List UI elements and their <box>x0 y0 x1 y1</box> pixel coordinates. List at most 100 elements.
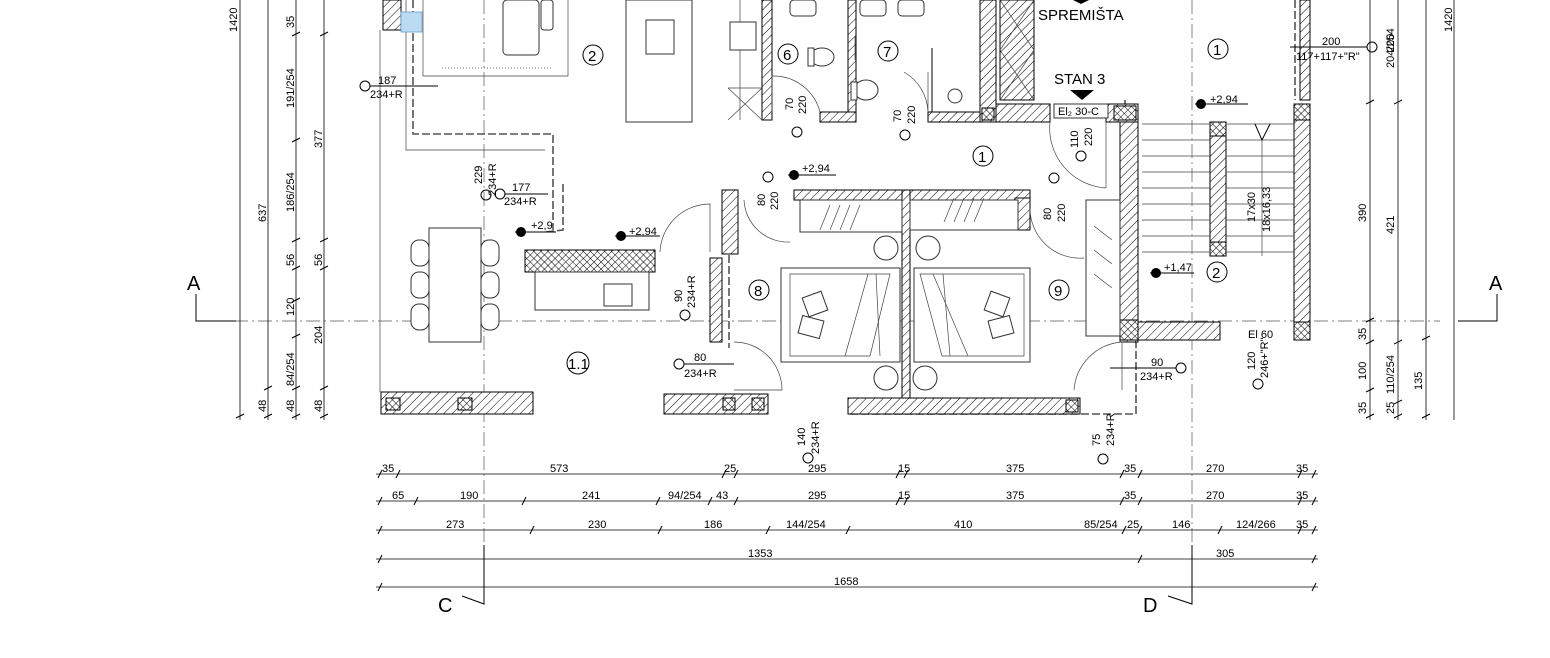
opening-90-height: 234+R <box>1140 371 1173 383</box>
dim-c3-48: 48 <box>313 400 325 412</box>
dim-row2-295: 295 <box>808 490 826 502</box>
dim-r1-204: 204/254 <box>1385 28 1397 68</box>
dim-r2-100: 100 <box>1357 362 1369 380</box>
dim-row1-270: 270 <box>1206 463 1224 475</box>
dim-c1-377: 377 <box>313 130 325 148</box>
dim-r3-421: 421 <box>1385 216 1397 234</box>
dim-c4-48: 48 <box>257 400 269 412</box>
opening-187-height: 234+R <box>370 89 403 101</box>
opening-200-height: 117+117+"R" <box>1296 51 1360 63</box>
dim-c1-186: 186/254 <box>285 172 297 212</box>
dim-row1-295: 295 <box>808 463 826 475</box>
opening-80: 80 <box>694 352 706 364</box>
dim-r3-25: 25 <box>1385 402 1397 414</box>
stairs-dim-b: 18x16,33 <box>1261 187 1273 232</box>
dim-c1-35: 35 <box>285 16 297 28</box>
dim-row3-273: 273 <box>446 519 464 531</box>
dim-row3-410: 410 <box>954 519 972 531</box>
door-70-a: 70 <box>784 98 796 110</box>
room-6: 6 <box>783 47 791 64</box>
dim-row1-35a: 35 <box>382 463 394 475</box>
elevation-markers: +2,94 +2,94 +2,94 +2,9 +1,47 <box>515 94 1248 278</box>
door-70-b: 70 <box>892 110 904 122</box>
dim-row4-1353: 1353 <box>748 548 772 560</box>
dim-row1-375: 375 <box>1006 463 1024 475</box>
room-8: 8 <box>754 283 762 300</box>
dim-row2-65: 65 <box>392 490 404 502</box>
dim-left-1420: 1420 <box>228 8 240 32</box>
room-2-stair: 2 <box>1212 265 1220 282</box>
opening-tags: 187 234+R 229 234+R 177 234+R 200 117+11… <box>359 36 1378 465</box>
dim-row1-25: 25 <box>724 463 736 475</box>
dim-row2-270: 270 <box>1206 490 1224 502</box>
room-tags: 2 6 7 1 1 8 9 2 1.1 <box>566 38 1229 375</box>
dim-c3-56: 56 <box>313 254 325 266</box>
elevation-294-b: +2,94 <box>1210 94 1238 106</box>
door-80-b-height: 220 <box>1056 204 1068 222</box>
dim-c1-48: 48 <box>285 400 297 412</box>
opening-120: 120 <box>1246 352 1258 370</box>
dim-r1-200: 200 <box>1385 34 1397 52</box>
section-line-c: C <box>438 0 485 617</box>
dim-r2-35b: 35 <box>1357 402 1369 414</box>
door-70-b-height: 220 <box>906 106 918 124</box>
dim-c2-204: 204 <box>313 326 325 344</box>
vertical-dim-ticks <box>235 31 1431 419</box>
opening-140: 140 <box>796 428 808 446</box>
dim-r4-135: 135 <box>1413 372 1425 390</box>
room-7: 7 <box>883 44 891 61</box>
unit-label: STAN 3 <box>1054 71 1105 88</box>
opening-177: 177 <box>512 182 530 194</box>
dim-c1-56: 56 <box>285 254 297 266</box>
dim-c1-120: 120 <box>285 298 297 316</box>
dim-r2-35a: 35 <box>1357 328 1369 340</box>
fire-rating-el60: El 60 <box>1248 329 1273 341</box>
dim-row5-1658: 1658 <box>834 576 858 588</box>
walls <box>380 0 1311 415</box>
dim-row2-241: 241 <box>582 490 600 502</box>
room-2-top: 2 <box>588 48 596 65</box>
elevation-29: +2,9 <box>531 220 553 232</box>
door-90-height: 234+R <box>686 275 698 308</box>
door-80-a-height: 220 <box>769 192 781 210</box>
vertical-dimensions <box>239 0 1455 420</box>
dim-row3-144: 144/254 <box>786 519 826 531</box>
furniture <box>410 0 1121 391</box>
opening-75: 75 <box>1091 434 1103 446</box>
room-9: 9 <box>1054 283 1062 300</box>
dim-row1-35c: 35 <box>1296 463 1308 475</box>
dim-row3-186: 186 <box>704 519 722 531</box>
dim-right-1420: 1420 <box>1443 8 1455 32</box>
unit-labels: SPREMIŠTA STAN 3 <box>1038 0 1124 100</box>
door-90: 90 <box>673 290 685 302</box>
door-80-b: 80 <box>1042 208 1054 220</box>
section-c-label: C <box>438 595 452 617</box>
opening-229-height: 234+R <box>487 163 499 196</box>
dim-r2-390: 390 <box>1357 204 1369 222</box>
section-a-left-label: A <box>187 273 201 295</box>
dim-r3-110: 110/254 <box>1385 355 1397 394</box>
elevation-147: +1,47 <box>1164 262 1192 274</box>
section-d-label: D <box>1143 595 1157 617</box>
horizontal-dimensions <box>376 473 1318 588</box>
horizontal-dim-labels: 35 573 25 295 15 375 35 270 35 65 190 24… <box>382 463 1308 588</box>
storage-label: SPREMIŠTA <box>1038 7 1124 24</box>
section-line-d: D <box>1143 0 1193 617</box>
opening-120-height: 246+"R" <box>1259 337 1271 378</box>
door-80-a: 80 <box>756 194 768 206</box>
dim-row2-375: 375 <box>1006 490 1024 502</box>
elevation-294-c: +2,94 <box>629 226 657 238</box>
section-a-right-label: A <box>1489 273 1503 295</box>
dim-row4-305: 305 <box>1216 548 1234 560</box>
fire-rating-el30: El₂ 30-C <box>1058 106 1099 118</box>
dim-row2-35a: 35 <box>1124 490 1136 502</box>
doors <box>659 71 1123 391</box>
stairs-dim-a: 17x30 <box>1246 192 1258 222</box>
room-1-1: 1.1 <box>568 356 589 373</box>
dim-row3-25: 25 <box>1127 519 1139 531</box>
dim-row3-85: 85/254 <box>1084 519 1118 531</box>
dim-row3-35: 35 <box>1296 519 1308 531</box>
dim-row2-43: 43 <box>716 490 728 502</box>
horizontal-dim-ticks <box>377 469 1317 592</box>
